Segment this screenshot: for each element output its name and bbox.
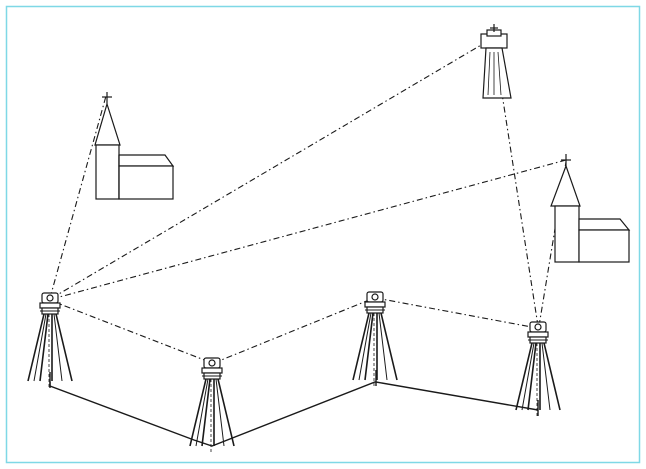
sight-line-c-d xyxy=(375,297,538,329)
observation-tower-icon xyxy=(480,24,512,99)
church-2 xyxy=(550,154,631,263)
sight-line-a-church1 xyxy=(49,95,107,299)
sight-line-b-c xyxy=(213,297,375,364)
tower xyxy=(480,24,512,99)
church-1 xyxy=(94,92,175,200)
sight-line-a-tower xyxy=(51,37,494,299)
frame-border xyxy=(5,5,641,464)
sight-line-a-church2 xyxy=(51,159,567,300)
church-with-spire-icon xyxy=(94,92,175,200)
ground-traverse-line xyxy=(49,381,539,447)
total-station-on-tripod-icon xyxy=(352,291,398,389)
church-with-spire-icon xyxy=(550,154,631,263)
sight-line-a-b xyxy=(51,300,213,364)
station-c xyxy=(352,291,398,389)
